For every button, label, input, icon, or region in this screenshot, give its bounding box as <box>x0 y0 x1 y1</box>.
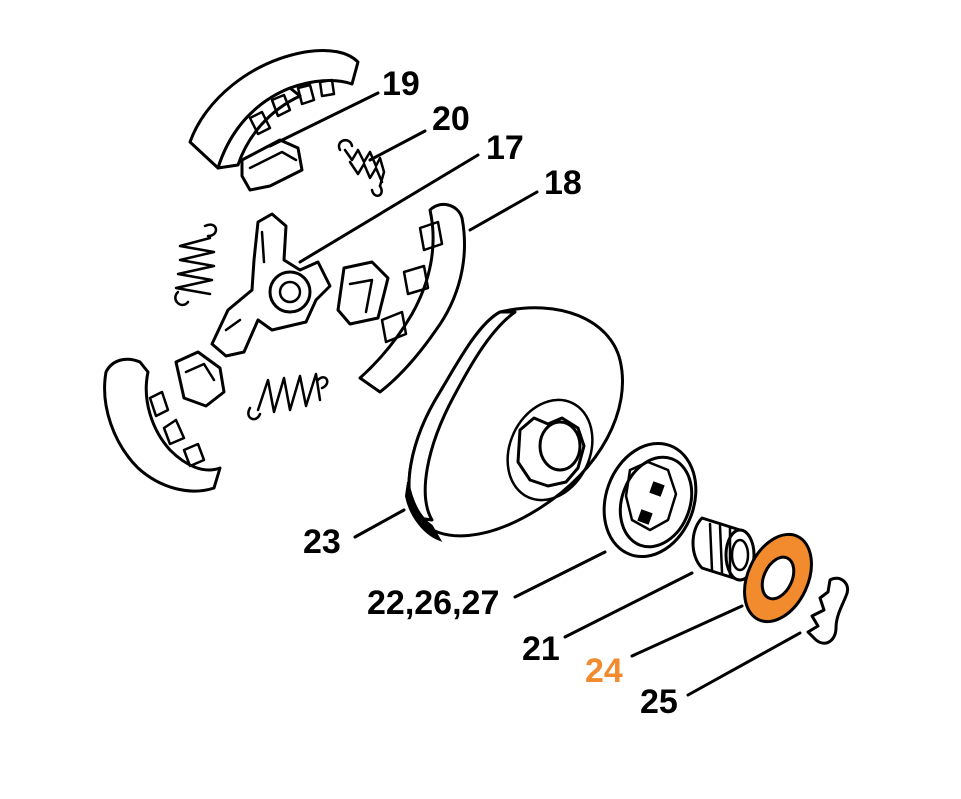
tension-spring-top <box>337 138 386 198</box>
leader-24 <box>630 604 744 658</box>
tension-spring-bottom <box>247 372 329 421</box>
leader-25 <box>686 631 802 697</box>
shoe-slider-middle <box>336 260 390 326</box>
rim-sprocket <box>602 441 698 559</box>
tension-spring-left <box>174 223 218 307</box>
e-clip <box>806 576 849 645</box>
leader-21 <box>563 571 694 639</box>
callout-22-26-27: 22,26,27 <box>367 584 499 622</box>
callout-24: 24 <box>585 652 623 690</box>
shoe-slider-top <box>240 138 304 192</box>
clutch-shoe-bottom-left <box>103 357 222 493</box>
callout-17: 17 <box>486 129 524 167</box>
leader-17 <box>298 153 480 264</box>
callout-19: 19 <box>382 65 420 103</box>
clutch-shoe-top <box>188 48 360 170</box>
washer-highlighted <box>743 532 813 624</box>
clutch-drum <box>404 306 624 542</box>
clutch-shoe-right <box>358 202 466 394</box>
leader-23 <box>353 508 406 539</box>
clutch-carrier-hub <box>210 212 332 358</box>
shoe-slider-bottom <box>174 350 226 408</box>
callout-23: 23 <box>303 523 341 561</box>
callout-20: 20 <box>432 100 470 138</box>
leader-22 <box>513 550 607 599</box>
callout-21: 21 <box>522 630 560 668</box>
callout-18: 18 <box>544 164 582 202</box>
callout-25: 25 <box>640 683 678 721</box>
leader-20 <box>368 129 427 162</box>
leader-19 <box>268 91 380 148</box>
needle-cage <box>691 516 756 582</box>
leader-18 <box>468 190 539 232</box>
